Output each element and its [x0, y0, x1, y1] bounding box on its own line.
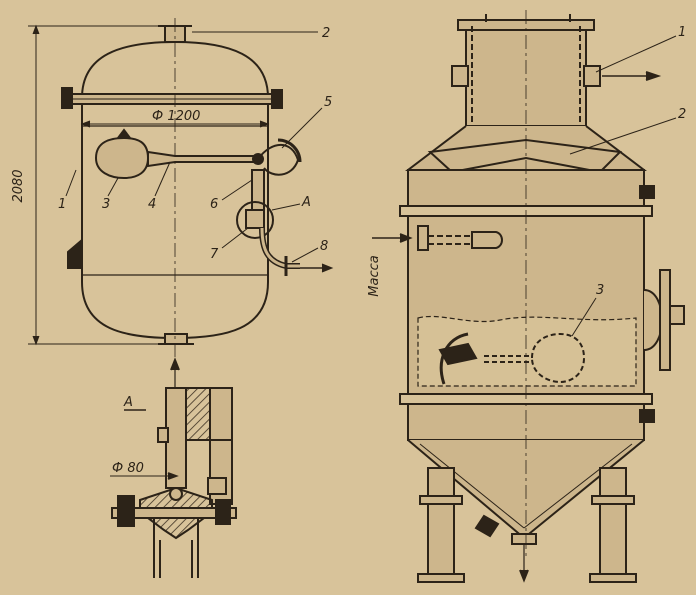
detail-diameter: Ф 80 [112, 461, 144, 476]
left-bottom-nozzle [164, 333, 188, 345]
inlet-label: Масса [367, 255, 382, 296]
callout-5: 5 [324, 95, 332, 110]
left-vessel-shell [81, 40, 269, 340]
detail-block [185, 387, 211, 441]
leg-left [427, 467, 455, 575]
callout-6: 6 [210, 197, 218, 212]
detail-view [110, 357, 237, 578]
left-vessel [61, 18, 302, 360]
callout-7: 7 [210, 247, 219, 262]
callout-8: 8 [320, 239, 328, 254]
right-vessel [372, 10, 685, 583]
float-arm [147, 150, 259, 168]
right-float-3 [530, 332, 586, 384]
leg-right [599, 467, 627, 575]
right-callout-3: 3 [596, 283, 604, 298]
callout-4: 4 [148, 197, 156, 212]
lever-5 [257, 144, 300, 176]
valve-A [236, 201, 274, 239]
callout-2: 2 [322, 26, 330, 41]
float [94, 136, 150, 180]
right-callout-2: 2 [678, 107, 686, 122]
left-dimensions [28, 24, 334, 346]
callout-A: A [301, 195, 311, 210]
right-callout-1: 1 [678, 25, 686, 40]
diameter-dimension: Ф 1200 [152, 109, 200, 124]
height-dimension: 2080 [11, 169, 26, 202]
callout-1: 1 [58, 197, 66, 212]
callout-3: 3 [102, 197, 110, 212]
detail-label: A [123, 395, 133, 410]
